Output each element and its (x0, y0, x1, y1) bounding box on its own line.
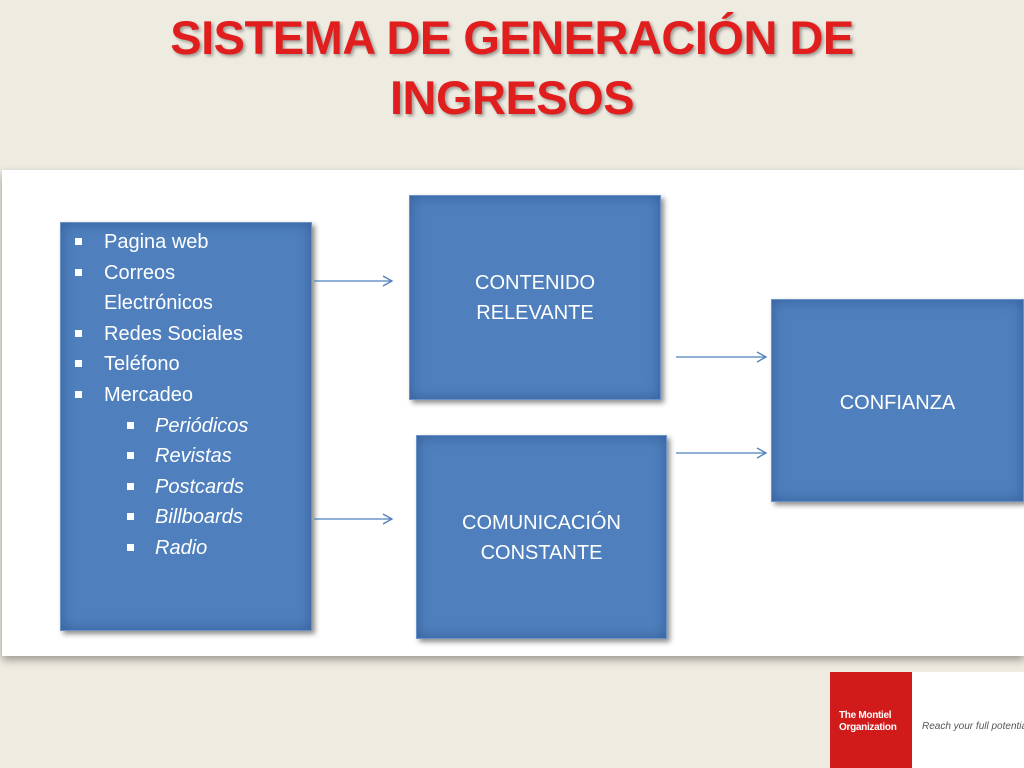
logo-line-2: Organization (839, 722, 897, 733)
channel-list-item: Radio (61, 533, 311, 564)
channel-list-item-text: Pagina web (104, 231, 209, 253)
channel-list-item: Revistas (61, 441, 311, 472)
confianza-box-label: CONFIANZA (839, 392, 956, 414)
channel-list-item: Teléfono (61, 349, 311, 380)
slide-title: SISTEMA DE GENERACIÓN DE INGRESOS (0, 8, 1024, 128)
channel-list-item: Pagina web (61, 227, 311, 258)
logo-tagline: Reach your full potential (922, 721, 1024, 732)
square-bullet-icon (75, 329, 82, 337)
comunicacion-box-line-1: COMUNICACIÓN (462, 512, 621, 534)
square-bullet-icon (75, 268, 82, 276)
square-bullet-icon (75, 238, 82, 245)
channel-list-item-text: Periódicos (155, 414, 249, 437)
confianza-box: CONFIANZA (771, 299, 1024, 502)
square-bullet-icon (127, 513, 134, 521)
comunicacion-box-line-2: CONSTANTE (480, 542, 603, 564)
channel-list-item: Mercadeo (61, 380, 311, 411)
square-bullet-icon (127, 543, 134, 551)
slide-title-line-1: SISTEMA DE GENERACIÓN DE (170, 11, 854, 64)
channel-list-item-text: Correos (104, 261, 176, 284)
channel-list-item-text: Postcards (155, 475, 244, 498)
montiel-logo-mark: The Montiel Organization (830, 672, 912, 768)
comunicacion-constante-box: COMUNICACIÓN CONSTANTE (416, 435, 667, 639)
logo-line-1: The Montiel (839, 710, 892, 721)
channel-list-item-text: Revistas (155, 445, 232, 468)
channel-list-item-text: Redes Sociales (104, 322, 243, 345)
channel-list-item: Billboards (61, 502, 311, 533)
square-bullet-icon (127, 482, 134, 490)
channel-list-item-text: Billboards (155, 506, 243, 529)
square-bullet-icon (75, 360, 82, 368)
channel-list-item: Redes Sociales (61, 319, 311, 350)
channel-list-item-text: Mercadeo (104, 383, 193, 406)
channel-list-item: Periódicos (61, 411, 311, 442)
channel-list-item-text: Radio (155, 536, 208, 559)
montiel-logo: The Montiel Organization Reach your full… (830, 672, 1024, 768)
contenido-box-line-2: RELEVANTE (476, 302, 594, 324)
channel-list-item: Electrónicos (61, 288, 311, 319)
slide-title-line-2: INGRESOS (389, 71, 635, 124)
channel-list-item: Postcards (61, 472, 311, 503)
square-bullet-icon (127, 452, 134, 460)
channel-list-item-text: Teléfono (104, 353, 180, 376)
channel-list-item-text: Electrónicos (104, 292, 213, 315)
contenido-relevante-box: CONTENIDO RELEVANTE (409, 195, 661, 400)
contenido-box-line-1: CONTENIDO (475, 272, 595, 294)
channel-list-item: Correos (61, 258, 311, 289)
square-bullet-icon (75, 390, 82, 398)
square-bullet-icon (127, 421, 134, 429)
